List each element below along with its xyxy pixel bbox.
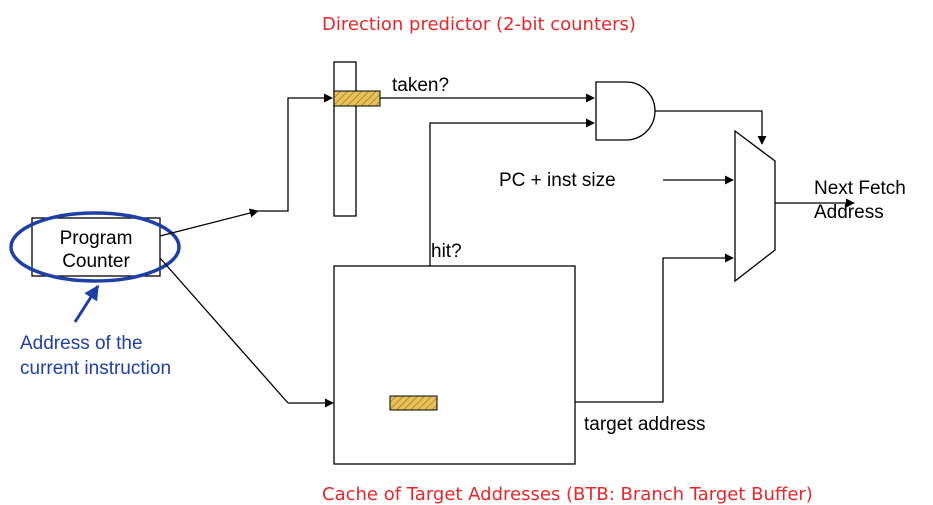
wire-target-to-mux bbox=[575, 253, 734, 403]
next-fetch-mux bbox=[734, 129, 776, 283]
direction-predictor-table bbox=[333, 61, 357, 217]
btb-title: Cache of Target Addresses (BTB: Branch T… bbox=[322, 484, 813, 505]
pc-inst-size-label: PC + inst size bbox=[499, 170, 616, 191]
wire-hit-to-and bbox=[429, 118, 595, 266]
direction-predictor-title: Direction predictor (2-bit counters) bbox=[322, 14, 636, 35]
program-counter-label-line2: Counter bbox=[62, 251, 130, 272]
taken-label: taken? bbox=[392, 75, 449, 96]
program-counter-label-line1: Program bbox=[60, 228, 133, 249]
next-fetch-label-line2: Address bbox=[814, 202, 884, 223]
program-counter-highlight-ellipse bbox=[9, 211, 181, 283]
callout-arrow bbox=[73, 284, 100, 323]
callout-text-line2: current instruction bbox=[20, 358, 171, 379]
wire-and-to-mux-select bbox=[655, 110, 767, 145]
btb-box bbox=[333, 265, 576, 465]
wire-pc-to-predictor-a bbox=[159, 208, 259, 237]
predictor-entry-highlight bbox=[333, 90, 381, 107]
btb-entry-highlight bbox=[389, 395, 438, 411]
wire-pc-to-btb-a bbox=[159, 257, 289, 404]
wire-pc-to-predictor-b bbox=[258, 93, 333, 212]
next-fetch-label-line1: Next Fetch bbox=[814, 178, 906, 199]
target-address-label: target address bbox=[584, 414, 705, 435]
program-counter-box bbox=[31, 217, 161, 277]
hit-label: hit? bbox=[431, 241, 462, 262]
and-gate bbox=[595, 81, 656, 141]
callout-text-line1: Address of the bbox=[20, 333, 143, 354]
